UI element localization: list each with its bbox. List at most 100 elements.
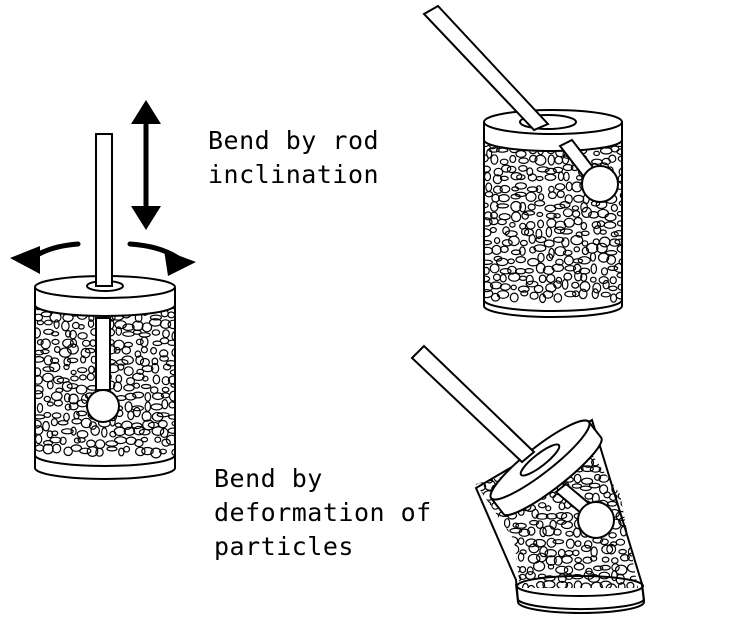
particle [43, 319, 53, 326]
particle [76, 367, 88, 374]
particle [580, 221, 588, 231]
particle [616, 220, 622, 227]
particle [630, 536, 638, 546]
bent-bottom-band [515, 583, 646, 614]
particle [53, 399, 64, 407]
particle [123, 426, 136, 436]
particle [476, 471, 485, 482]
particle [563, 272, 573, 281]
particle [476, 520, 482, 530]
particle [40, 338, 51, 350]
particle [141, 411, 152, 422]
particle [525, 538, 538, 548]
caption-def-line-2: deformation of [214, 498, 432, 527]
particle [599, 538, 609, 546]
particle [571, 281, 580, 289]
particle [489, 557, 500, 568]
particle [500, 581, 511, 588]
particle [133, 425, 145, 436]
particle [572, 258, 584, 264]
particle [76, 410, 88, 417]
particle [546, 273, 556, 284]
particle [616, 210, 622, 217]
particle [539, 526, 547, 538]
particle [580, 477, 594, 485]
particle [575, 175, 583, 181]
particle [589, 276, 597, 283]
right-container [422, 4, 623, 318]
particle [159, 319, 172, 330]
particle [73, 437, 81, 444]
particle [64, 329, 72, 338]
particle [167, 311, 176, 319]
particle [484, 154, 489, 163]
particle [150, 362, 160, 374]
caption-def-line-1: Bend by [214, 464, 323, 493]
particle [581, 246, 590, 256]
particle [536, 211, 544, 218]
particle [593, 150, 600, 157]
particle [525, 274, 534, 286]
particle [86, 372, 95, 381]
particle [68, 402, 79, 411]
particle [614, 238, 622, 246]
particle [484, 275, 491, 283]
particle [584, 540, 593, 549]
particle [36, 390, 44, 400]
particle [549, 519, 557, 530]
particle [553, 293, 563, 303]
particle [555, 276, 563, 284]
particle [117, 363, 125, 371]
particle [517, 285, 530, 293]
particle [581, 240, 589, 247]
particle [562, 163, 574, 172]
particle [577, 256, 591, 265]
particle [605, 583, 618, 588]
particle [551, 263, 565, 272]
particle [571, 549, 580, 557]
particle [517, 552, 525, 562]
particle [95, 447, 104, 457]
particle [579, 485, 592, 492]
particle [634, 519, 638, 527]
particle [539, 546, 549, 558]
particle [479, 539, 493, 548]
particle [519, 565, 527, 574]
particle [507, 258, 515, 265]
particle [484, 171, 492, 182]
particle [167, 339, 176, 346]
particle [156, 412, 170, 418]
rotation-arrow-icon [10, 241, 196, 276]
particle [636, 582, 638, 588]
particle [535, 185, 543, 194]
particle [632, 452, 638, 457]
particle [43, 411, 52, 418]
particle [625, 518, 638, 527]
particle [151, 426, 165, 437]
particle [46, 380, 54, 390]
particle [535, 175, 544, 182]
bent-ball [577, 501, 615, 539]
particle [57, 420, 69, 426]
particle [616, 244, 622, 254]
particle [554, 183, 566, 191]
particle [543, 239, 555, 248]
particle [123, 445, 131, 453]
particle [40, 349, 50, 355]
particle [521, 211, 530, 220]
particle [616, 272, 622, 279]
particle [500, 575, 513, 585]
particle [524, 267, 534, 274]
particle [553, 236, 565, 243]
particle [493, 237, 501, 245]
particle [484, 217, 493, 227]
particle [631, 538, 638, 550]
particle [167, 319, 176, 330]
particle [632, 465, 638, 473]
particle [518, 164, 528, 172]
particle [50, 331, 60, 337]
particle [87, 319, 95, 329]
particle [69, 338, 78, 348]
particle [135, 355, 145, 366]
particle [627, 482, 637, 491]
